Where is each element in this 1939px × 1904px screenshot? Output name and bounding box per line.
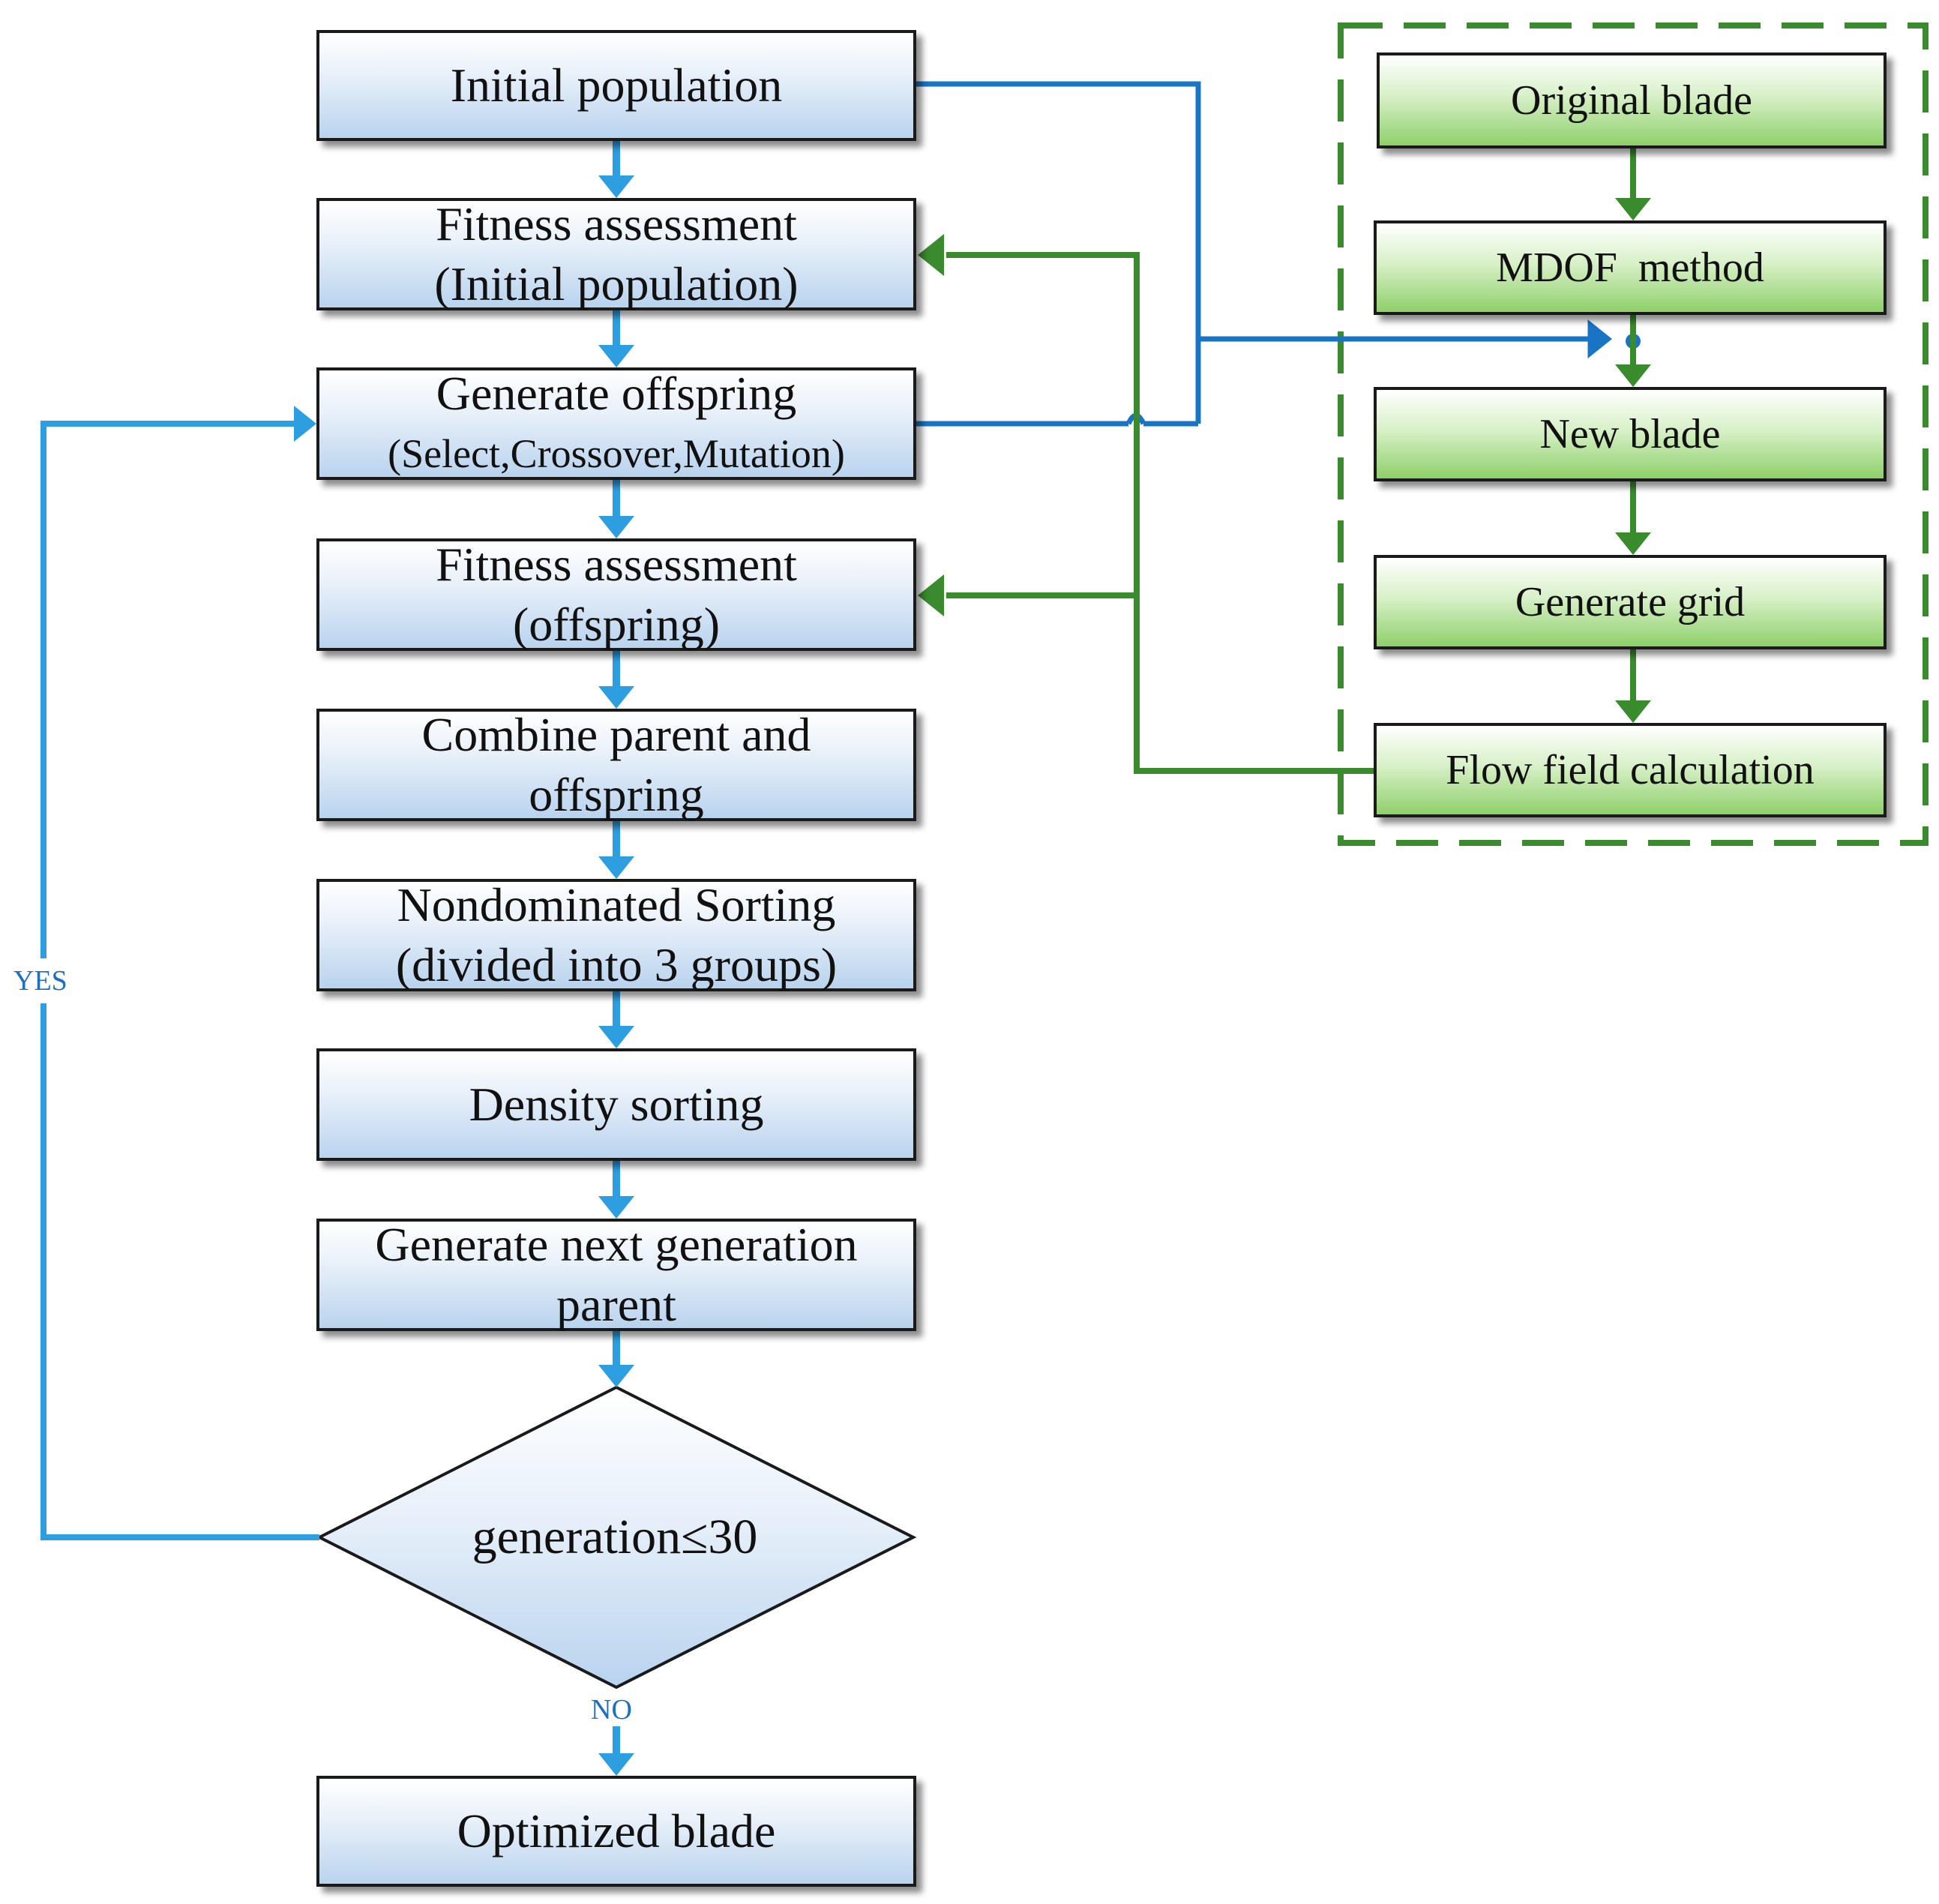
box-next-generation-line1: Generate next generation [375,1218,858,1271]
cfd-module-dashed-border [1338,22,1929,846]
box-density: Density sorting [316,1048,916,1161]
decision-diamond [316,1385,917,1690]
box-fitness-initial-line1: Fitness assessment [436,197,797,250]
feedback-arrow-head-offspring [918,574,944,616]
box-initial-population-line1: Initial population [450,58,783,112]
no-label: NO [591,1693,632,1726]
yes-label: YES [13,958,67,1003]
box-fitness-offspring-line2: (offspring) [512,598,721,651]
flow-arrow-head-2 [598,516,634,538]
module-arrow-head-3 [1615,700,1651,723]
box-fitness-offspring-line1: Fitness assessment [436,538,797,591]
box-nondominated: Nondominated Sorting (divided into 3 gro… [316,878,916,991]
feedback-line-initial [946,252,1374,774]
box-fitness-initial-line2: (Initial population) [434,257,799,310]
box-mdof-method: MDOF method [1374,220,1887,315]
box-generate-grid-label: Generate grid [1515,579,1746,625]
box-initial-population: Initial population [316,30,916,141]
box-optimized: Optimized blade [316,1776,916,1887]
box-combine-line1: Combine parent and [421,708,811,761]
flow-arrow-head-6 [598,1196,634,1219]
flow-arrow-head-0 [598,175,634,198]
box-generate-grid: Generate grid [1374,555,1887,649]
flow-arrow-head-7 [598,1365,634,1387]
flow-arrow-head-1 [598,345,634,367]
box-fitness-offspring: Fitness assessment (offspring) [316,538,916,651]
box-new-blade-label: New blade [1539,411,1721,457]
box-combine-line2: offspring [529,768,704,821]
data-line-initial [916,81,1201,424]
box-new-blade: New blade [1374,387,1887,481]
data-arrow-head-mdof [1587,319,1612,358]
box-generate-offspring-line2: (Select,Crossover,Mutation) [388,431,845,476]
box-optimized-line1: Optimized blade [457,1804,776,1858]
module-arrow-head-0 [1615,198,1651,220]
flow-arrow-head-5 [598,1026,634,1048]
flow-arrow-head-8 [598,1753,634,1776]
yes-loop-arrow-head [294,406,316,442]
box-nondominated-line1: Nondominated Sorting [397,878,836,931]
box-density-line1: Density sorting [469,1078,764,1131]
feedback-arrow-head-initial [918,234,944,276]
flow-arrow-head-3 [598,686,634,709]
decision-label: generation≤30 [472,1510,758,1564]
flow-arrow-head-4 [598,856,634,879]
box-next-generation-line2: parent [556,1278,676,1331]
box-combine: Combine parent and offspring [316,708,916,821]
yes-loop-line [40,421,319,1540]
box-next-generation: Generate next generation parent [316,1218,916,1331]
box-flow-field: Flow field calculation [1374,723,1887,817]
box-nondominated-line2: (divided into 3 groups) [395,938,838,991]
box-generate-offspring-line1: Generate offspring [436,367,797,420]
module-arrow-head-1 [1615,364,1651,387]
box-flow-field-label: Flow field calculation [1446,747,1815,793]
module-arrow-head-2 [1615,532,1651,555]
box-original-blade-label: Original blade [1511,77,1752,124]
box-fitness-initial: Fitness assessment (Initial population) [316,197,916,310]
box-original-blade: Original blade [1377,52,1887,148]
box-generate-offspring: Generate offspring (Select,Crossover,Mut… [316,367,916,480]
box-mdof-method-label: MDOF method [1496,244,1764,291]
